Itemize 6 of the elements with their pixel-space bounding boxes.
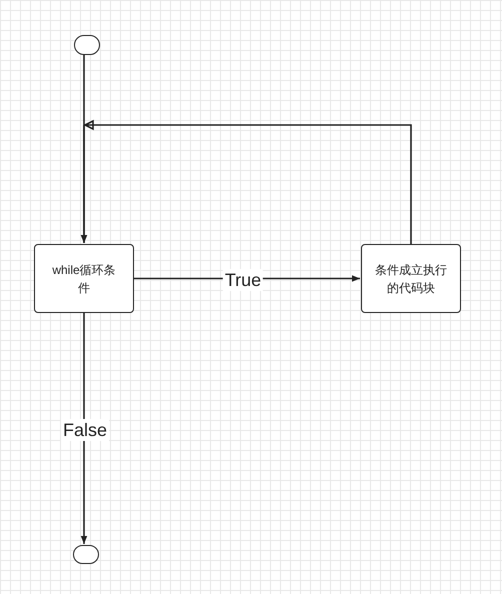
arrow: [80, 313, 88, 544]
process-box: while循环条件: [34, 244, 134, 313]
edge-label: False: [61, 419, 109, 441]
process-box: 条件成立执行的代码块: [361, 244, 461, 313]
arrow: [80, 120, 412, 245]
edge-label: True: [222, 269, 264, 291]
